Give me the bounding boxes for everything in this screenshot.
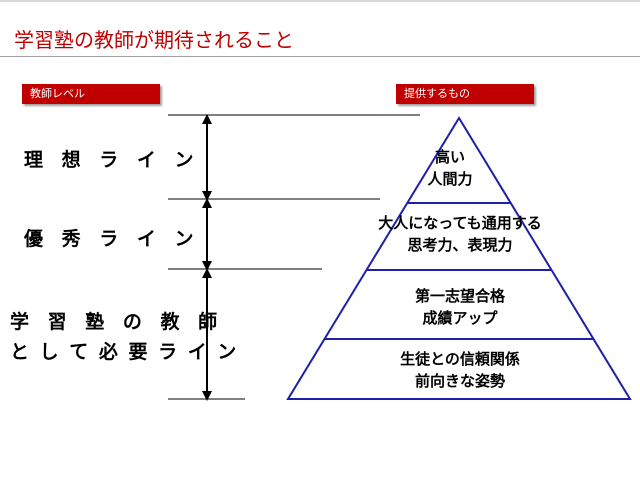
pyramid-tier-4: 生徒との信頼関係 前向きな姿勢 <box>350 348 570 392</box>
level-label-required: 学 習 塾 の 教 師 と し て 必 要 ラ イ ン <box>10 307 238 367</box>
tier-text-line: 生徒との信頼関係 <box>400 350 520 368</box>
tier-text-line: 成績アップ <box>422 309 498 327</box>
tier-text-line: 前向きな姿勢 <box>414 372 505 390</box>
provision-header: 提供するもの <box>396 84 534 104</box>
top-border <box>0 0 640 2</box>
level-label-excellent: 優 秀 ラ イ ン <box>24 224 199 254</box>
level-label-ideal: 理 想 ラ イ ン <box>24 145 199 175</box>
tier-text-line: 大人になっても通用する <box>378 214 542 232</box>
title-divider <box>0 56 640 57</box>
level-label-line: と し て 必 要 ラ イ ン <box>10 341 239 363</box>
slide-title: 学習塾の教師が期待されること <box>14 28 294 52</box>
tier-text-line: 人間力 <box>427 170 473 188</box>
level-label-line: 学 習 塾 の 教 師 <box>10 311 224 333</box>
level-label-line: 優 秀 ラ イ ン <box>24 228 200 250</box>
level-label-line: 理 想 ラ イ ン <box>24 149 200 171</box>
pyramid-outline <box>286 116 632 400</box>
teacher-level-header: 教師レベル <box>22 84 160 104</box>
pyramid-tier-2: 大人になっても通用する 思考力、表現力 <box>350 212 570 256</box>
pyramid-tier-3: 第一志望合格 成績アップ <box>370 285 550 329</box>
tier-text-line: 思考力、表現力 <box>407 236 513 254</box>
tier-text-line: 第一志望合格 <box>414 287 505 305</box>
tier-text-line: 高い <box>434 148 465 166</box>
pyramid-tier-1: 高い 人間力 <box>410 146 490 190</box>
